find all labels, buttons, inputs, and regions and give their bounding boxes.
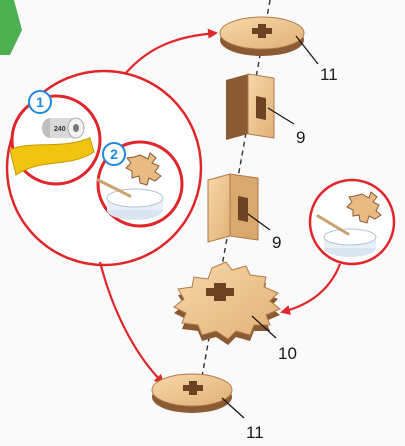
step-1-badge: 1 [29, 91, 51, 113]
arrow-to-gear [282, 264, 340, 312]
label-bottom-ring: 11 [246, 423, 264, 442]
step-2-number: 2 [110, 146, 118, 162]
part-lower-h-block [208, 174, 258, 242]
step-1-number: 1 [36, 94, 44, 110]
sandpaper-roll-icon: 240 [42, 118, 84, 138]
label-top-ring: 11 [320, 65, 338, 84]
step-2-badge: 2 [103, 143, 125, 165]
part-bottom-ring [152, 374, 232, 413]
part-top-ring [220, 17, 304, 56]
part-upper-h-block [226, 74, 274, 140]
label-upper-h: 9 [296, 128, 305, 147]
label-gear: 10 [278, 344, 297, 363]
corner-green-shape [0, 0, 22, 55]
part-gear [174, 262, 280, 345]
arrow-to-top-ring [125, 33, 216, 74]
label-lower-h: 9 [272, 233, 281, 252]
sandpaper-step: 240 [10, 96, 100, 184]
glue-dish-right [310, 180, 394, 264]
leader-bottom-ring [222, 398, 244, 418]
leader-top-ring [296, 36, 318, 64]
grit-label: 240 [54, 126, 66, 133]
arrow-to-bottom-ring [100, 262, 163, 383]
